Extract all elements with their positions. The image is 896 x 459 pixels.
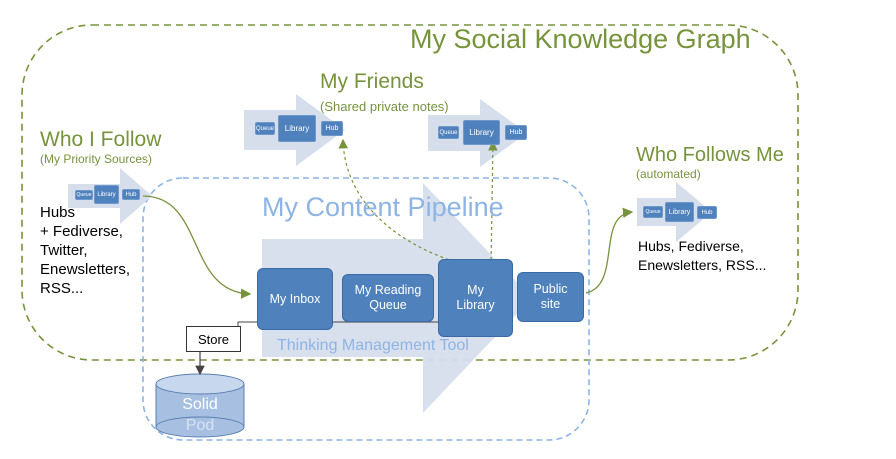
mini-hub-box: Hub: [122, 189, 140, 200]
followers-subtitle: (automated): [636, 167, 701, 181]
solid-pod-cylinder: [155, 373, 245, 438]
source-item: Twitter,: [40, 242, 88, 259]
follow-subtitle: (My Priority Sources): [40, 152, 153, 166]
mini-library-box: Library: [463, 120, 500, 145]
mini-library-box: Library: [665, 202, 694, 222]
mini-queue-box: Queue: [643, 206, 663, 218]
library-label: Library: [456, 298, 495, 312]
store-label: Store: [197, 331, 230, 347]
friends-title: My Friends: [320, 70, 424, 93]
reading-queue-box: My Reading Queue: [342, 274, 434, 322]
pod-label-line2: Pod: [185, 417, 215, 434]
public-to-followers-connector: [585, 207, 634, 294]
source-item: Enewsletters,: [40, 261, 131, 278]
mini-queue-box: Queue: [255, 122, 275, 135]
public-site-box: Public site: [517, 272, 584, 322]
followers-channels-list: Hubs, Fediverse, Enewsletters, RSS...: [638, 237, 766, 275]
mini-library-box: Library: [94, 185, 119, 204]
reading-queue-label: My Reading: [354, 283, 422, 297]
tool-label: Thinking Management Tool: [277, 337, 469, 354]
pod-label-line1: Solid: [182, 396, 218, 413]
follow-title: Who I Follow: [40, 128, 162, 151]
store-box: Store: [186, 326, 241, 352]
mini-queue-box: Queue: [75, 190, 93, 200]
channel-item: Hubs, Fediverse,: [638, 238, 744, 254]
pipeline-title: My Content Pipeline: [262, 192, 504, 222]
mini-hub-box: Hub: [505, 125, 527, 140]
source-item: Hubs: [40, 204, 76, 221]
inbox-box: My Inbox: [257, 268, 333, 330]
library-to-friend2-connector: [488, 140, 498, 267]
public-site-label: Public: [533, 282, 568, 296]
library-box: My Library: [438, 259, 513, 337]
library-to-store-connector: [237, 321, 438, 327]
content-pipeline-boundary: [142, 177, 590, 441]
reading-queue-label: Queue: [369, 298, 407, 312]
followers-title: Who Follows Me: [636, 144, 784, 166]
library-label: My: [467, 283, 484, 297]
follow-to-inbox-connector: [142, 195, 252, 299]
social-graph-boundary: [21, 24, 799, 361]
graph-title: My Social Knowledge Graph: [410, 24, 751, 54]
source-item: RSS...: [40, 280, 84, 297]
library-to-friend1-connector: [338, 138, 467, 266]
mini-hub-box: Hub: [697, 206, 717, 219]
friends-subtitle: (Shared private notes): [320, 99, 449, 114]
follow-sources-list: Hubs + Fediverse, Twitter, Enewsletters,…: [40, 203, 130, 298]
public-site-label: site: [540, 297, 561, 311]
mini-hub-box: Hub: [321, 121, 343, 136]
inbox-label: My Inbox: [269, 291, 321, 306]
mini-queue-box: Queue: [438, 126, 459, 139]
source-item: + Fediverse,: [40, 223, 123, 240]
mini-library-box: Library: [278, 115, 316, 142]
channel-item: Enewsletters, RSS...: [638, 257, 767, 273]
